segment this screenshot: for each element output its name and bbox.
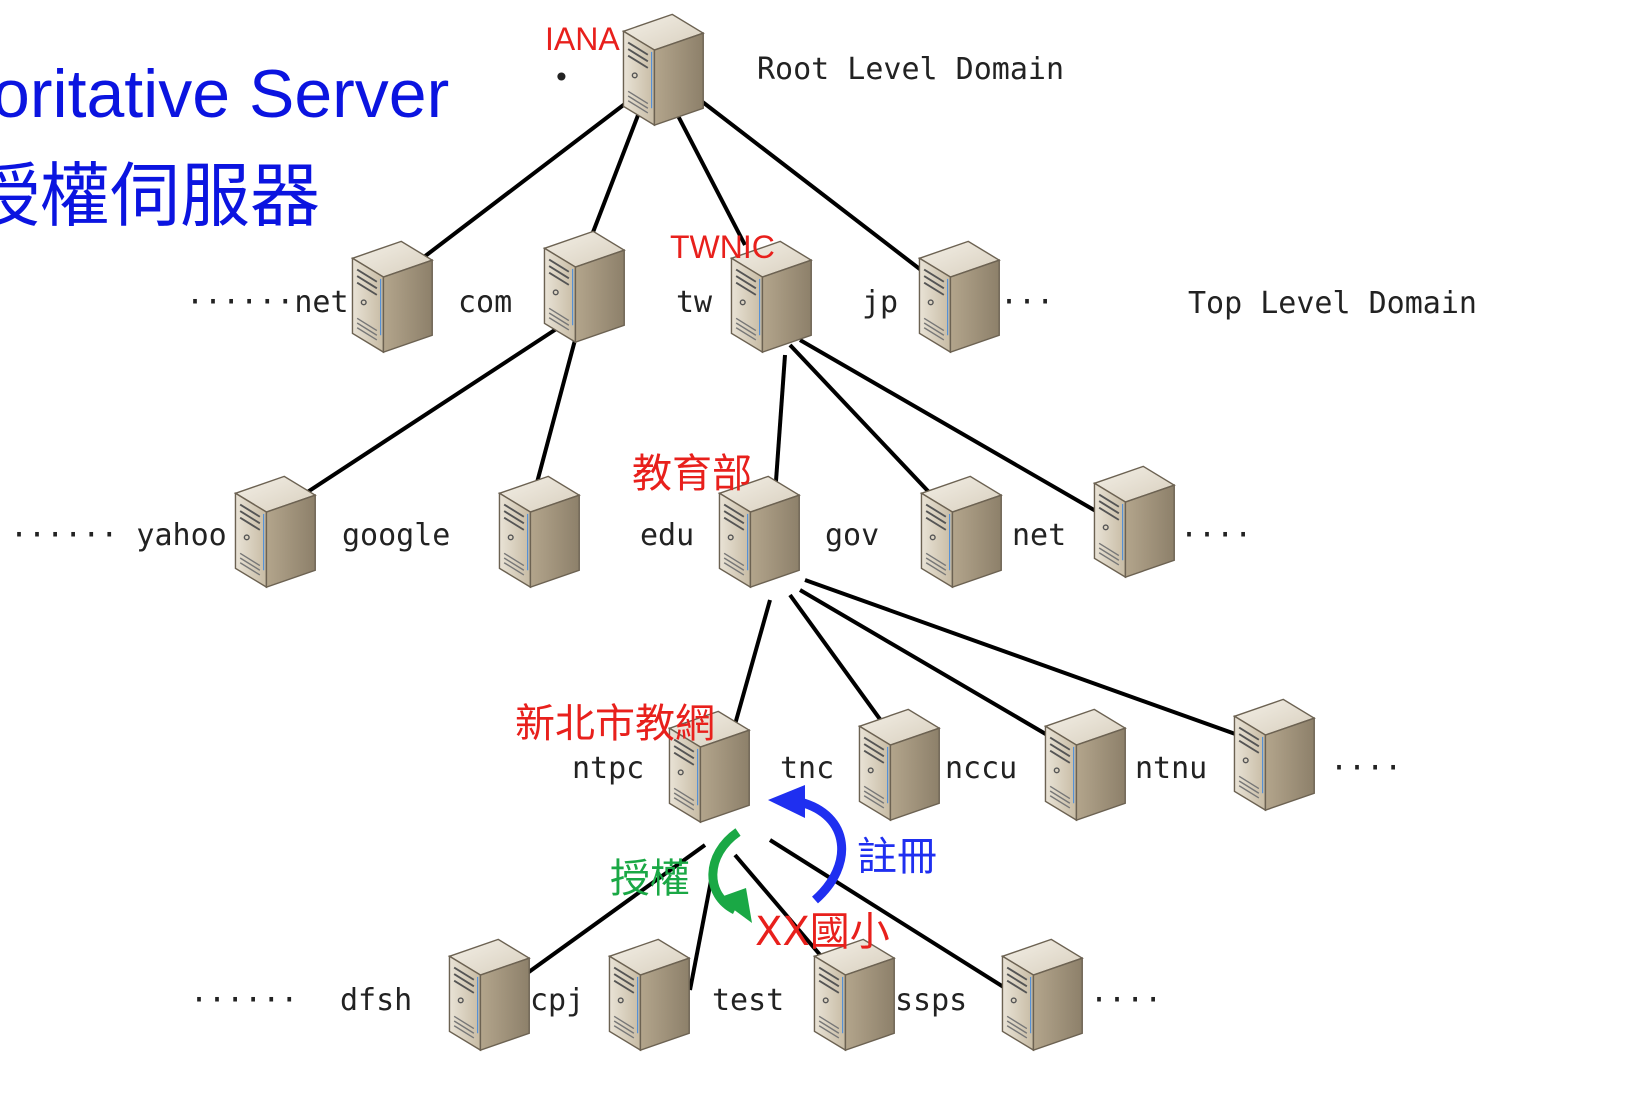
authorize-label: 授權 — [610, 856, 690, 902]
page-subtitle: 授權伺服器 — [0, 155, 320, 237]
register-arrow — [768, 785, 847, 904]
ellipsis-level3-right: ···· — [1330, 751, 1402, 786]
edge-com-google — [533, 339, 577, 491]
node-label-ntpc: ntpc — [572, 751, 644, 786]
server-net-icon — [351, 240, 434, 354]
node-label-gov: gov — [825, 518, 879, 553]
authorize-arrow — [708, 828, 752, 923]
annotation-xx-school: XX國小 — [755, 909, 890, 955]
server-tnc-icon — [858, 708, 941, 822]
server-gov-icon — [920, 475, 1003, 589]
ellipsis-level2-right: ···· — [1180, 518, 1252, 553]
ellipsis-top-right: ··· — [1000, 285, 1054, 320]
server-google-icon — [498, 475, 581, 589]
server-cpjh-icon — [608, 938, 691, 1052]
server-nccu-icon — [1044, 708, 1127, 822]
node-label-tw: tw — [676, 285, 713, 320]
node-label-yahoo: ······ yahoo — [10, 518, 227, 553]
node-label-net: ······net — [186, 285, 349, 320]
edge-ntpc-ssps — [768, 838, 1042, 1012]
server-test-icon — [813, 938, 896, 1052]
server-root-icon — [622, 13, 705, 127]
register-label: 註冊 — [857, 834, 937, 880]
node-label-ntnu: ntnu — [1135, 751, 1207, 786]
node-label-tnc: tnc — [780, 751, 834, 786]
root-level-label: Root Level Domain — [757, 52, 1064, 87]
node-label-dfsh: dfsh — [340, 983, 412, 1018]
edge-edu-ntnu — [804, 578, 1281, 752]
node-label-jp: jp — [862, 285, 898, 320]
server-jp-icon — [918, 240, 1001, 354]
edge-com-yahoo — [278, 318, 572, 512]
edge-root-com — [588, 109, 642, 241]
edge-edu-nccu — [798, 588, 1092, 762]
node-label-cpjh: cpj — [530, 983, 584, 1018]
server-net2-icon — [1093, 465, 1176, 579]
server-dfsh-icon — [448, 938, 531, 1052]
node-label-com: com — [458, 285, 512, 320]
node-label-nccu: nccu — [945, 751, 1017, 786]
edge-edu-tnc — [788, 593, 897, 742]
edge-root-jp — [698, 98, 962, 302]
server-com-icon — [543, 230, 626, 344]
ellipsis-level4-right: ···· — [1090, 983, 1162, 1018]
edge-root-tw — [673, 109, 747, 246]
annotation-iana: IANA — [545, 21, 620, 57]
node-label-ssps: ssps — [895, 983, 967, 1018]
node-label-net2: net — [1012, 518, 1066, 553]
annotation-ntpc-edu: 新北市教網 — [515, 701, 715, 747]
annotation-moe: 教育部 — [632, 451, 752, 497]
edge-tw-edu — [773, 354, 787, 496]
server-ssps-icon — [1001, 938, 1084, 1052]
node-label-edu: edu — [640, 518, 694, 553]
annotation-twnic: TWNIC — [670, 229, 775, 265]
top-level-label: Top Level Domain — [1188, 286, 1477, 321]
node-label-test: test — [712, 983, 784, 1018]
node-label-google: google — [342, 518, 450, 553]
root-dot: • — [553, 61, 570, 94]
server-yahoo-icon — [234, 475, 317, 589]
page-title: oritative Server — [0, 56, 450, 132]
server-ntnu-icon — [1233, 698, 1316, 812]
edge-root-net — [418, 98, 632, 262]
ellipsis-level4-left: ······ — [190, 983, 298, 1018]
edge-tw-net — [798, 338, 1122, 527]
